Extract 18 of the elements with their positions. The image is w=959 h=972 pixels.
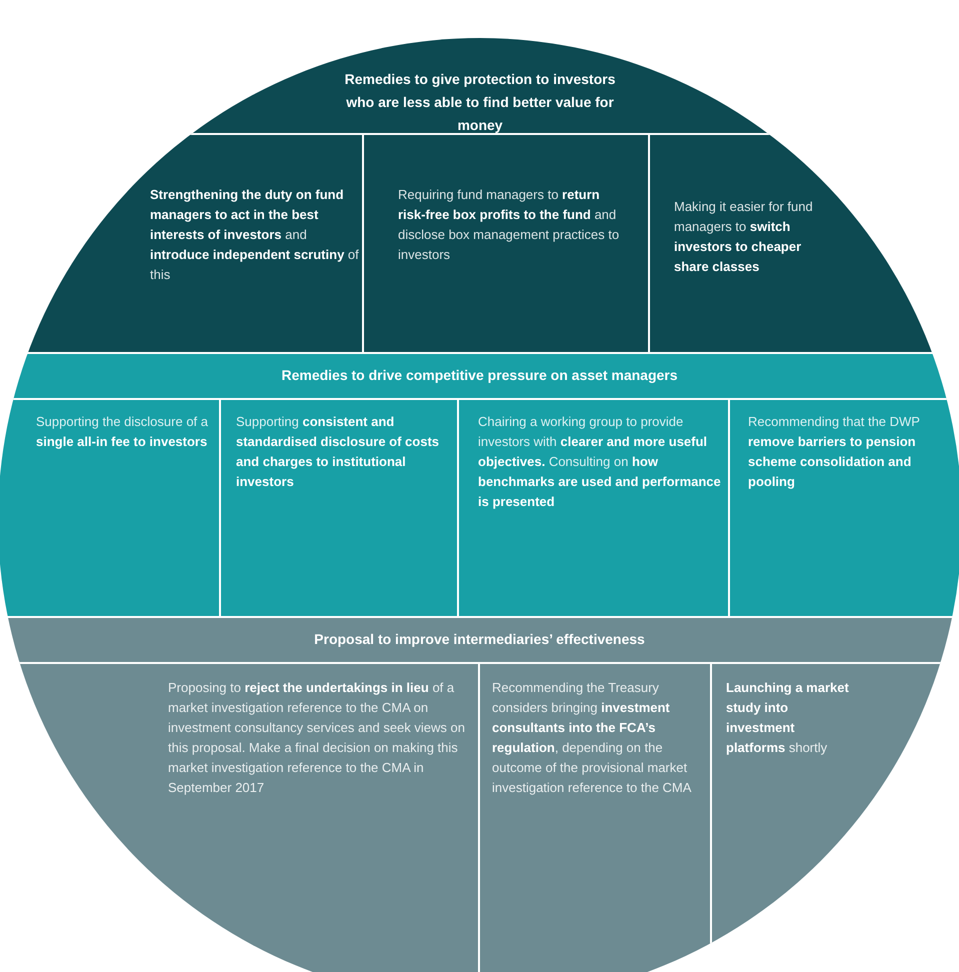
remedy-text: Requiring fund managers to return risk-free box profits to the fund and disclose box management practices to investors [398, 186, 620, 264]
remedy-text: Supporting the disclosure of a single all-in fee to investors [36, 413, 209, 451]
remedy-text: Supporting consistent and standardised disclosure of costs and charges to institutional investors [236, 413, 440, 491]
remedy-panel [478, 662, 710, 972]
remedy-text: Proposing to reject the undertakings in lieu of a market investigation reference to the CMA on investment consultancy services and seek views on this proposal. Make a final decision on making this market investigation reference to the CMA in September 2017 [168, 679, 466, 797]
section-heading: Remedies to drive competitive pressure on asset managers [280, 366, 679, 385]
remedy-panel [457, 398, 728, 616]
remedy-text: Chairing a working group to provide investors with clearer and more useful objectives. Consulting on how benchmarks are used and performance is presented [478, 413, 722, 511]
section-heading: Proposal to improve intermediaries’ effectiveness [313, 630, 646, 649]
remedy-text: Recommending that the DWP remove barriers to pension scheme consolidation and pooling [748, 413, 921, 491]
remedy-panel [219, 398, 457, 616]
remedy-text: Strengthening the duty on fund managers to act in the best interests of investors and introduce independent scrutiny of this [150, 186, 360, 284]
remedy-text: Launching a market study into investment platforms shortly [726, 679, 850, 757]
remedy-text: Making it easier for fund managers to switch investors to cheaper share classes [674, 198, 814, 276]
section-band [0, 354, 959, 616]
remedy-panel [362, 133, 648, 352]
remedy-text: Recommending the Treasury considers bringing investment consultants into the FCA’s regulation, depending on the outcome of the provisional market investigation reference to the CMA [492, 679, 692, 797]
section-heading: Remedies to give protection to investors who are less able to find better value for money [344, 70, 616, 135]
